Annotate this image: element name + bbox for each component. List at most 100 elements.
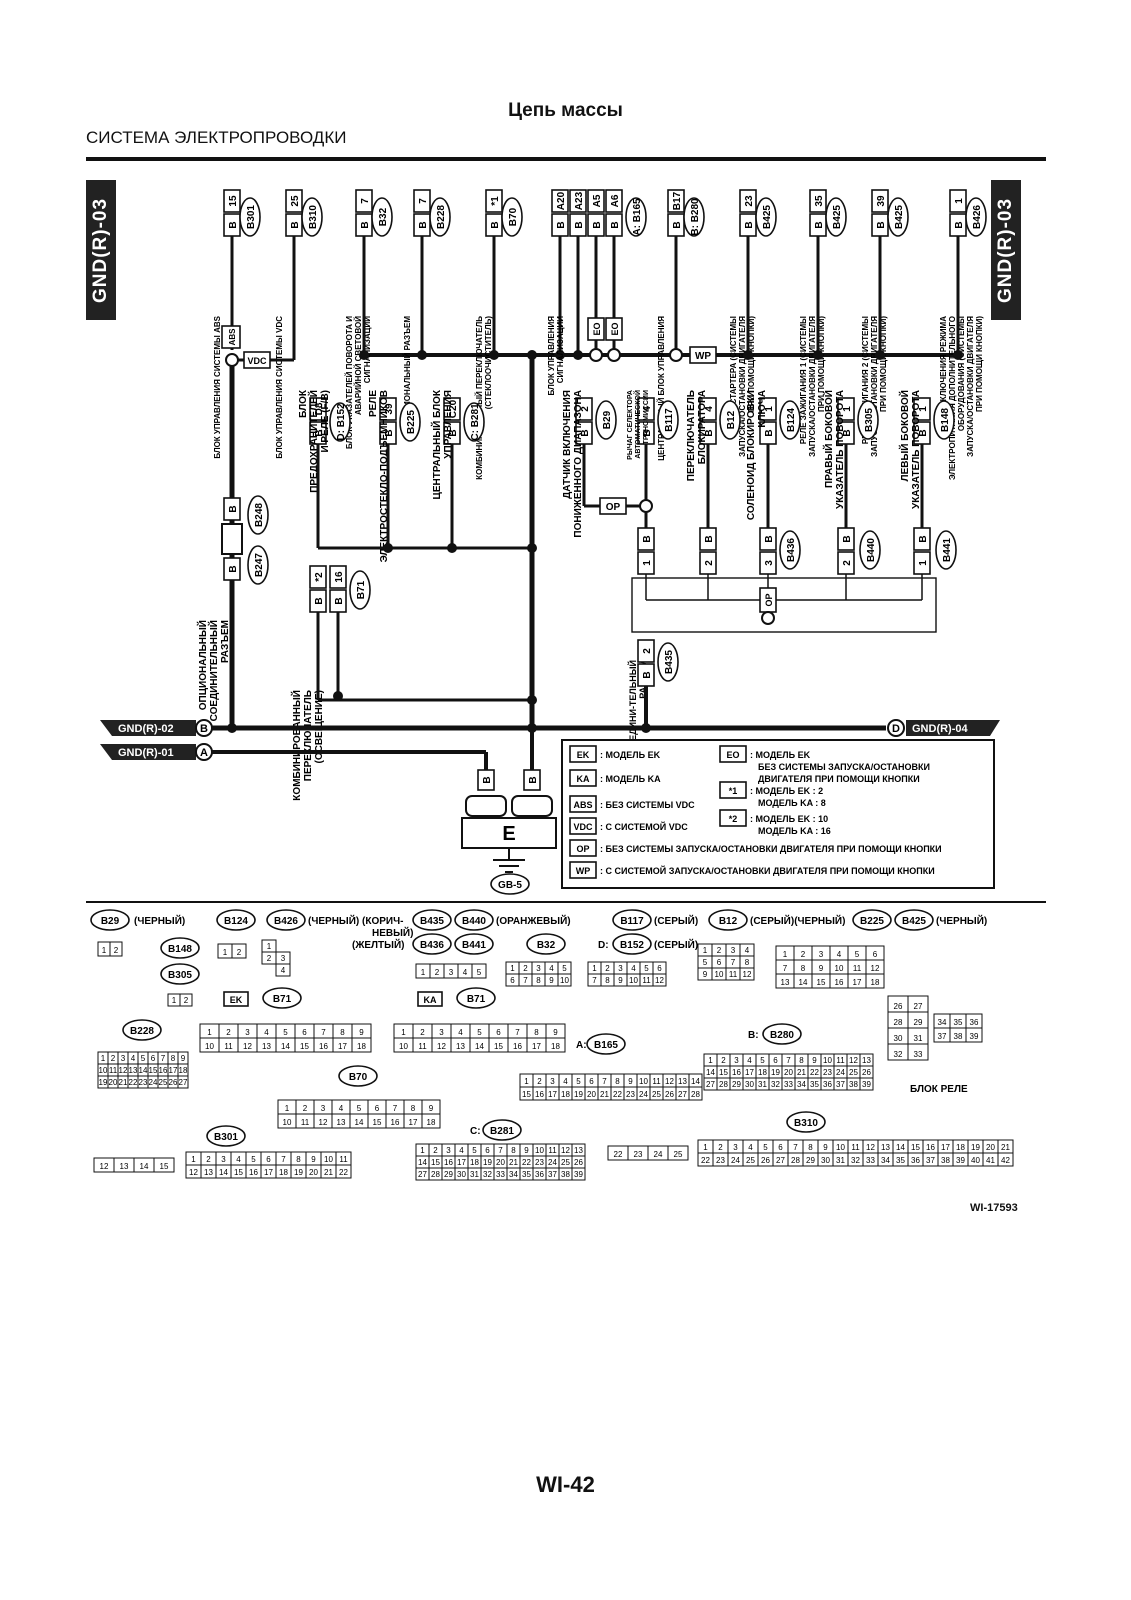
view-d-prefix: D:	[598, 940, 609, 951]
face-b281-num: 10	[535, 1146, 544, 1155]
opt-id-down-oval	[247, 545, 269, 585]
b165-label: БЛОК УПРАВЛЕНИЯ	[547, 316, 556, 396]
view-id-3-id: B435	[420, 916, 444, 927]
midR-id-5-oval	[933, 400, 955, 440]
face-b281-num: 3	[446, 1146, 451, 1155]
face-b12-num: 12	[743, 970, 752, 979]
face-b280-num: 23	[823, 1068, 832, 1077]
face-b70-num: 2	[303, 1104, 308, 1113]
view-color-5: (ЧЕРНЫЙ)	[936, 914, 987, 927]
midL-pin-0-text: D8	[314, 402, 325, 415]
view-color-0: (ЧЕРНЫЙ)	[134, 914, 185, 927]
junction-dot	[227, 723, 237, 733]
face-b71-b-num: 6	[496, 1028, 501, 1037]
face-b435-num: 5	[477, 968, 482, 977]
page-title: Цепь массы	[508, 100, 623, 121]
combi-pin-1-box	[329, 565, 347, 589]
face-b301-a-num: 15	[160, 1162, 169, 1171]
b165-term-1-text: B	[574, 221, 585, 228]
midR-id-3-oval	[779, 400, 801, 440]
face-b228-num: 13	[129, 1066, 138, 1075]
view-id-2-oval	[266, 909, 306, 931]
legend-text-3: : С СИСТЕМОЙ VDC	[600, 821, 688, 832]
face-b280-num: 36	[823, 1080, 832, 1089]
junction-dot	[383, 543, 393, 553]
face-b228-num: 26	[169, 1078, 178, 1087]
midR-term-3-text: B	[764, 429, 775, 436]
midL-id-2-id: C: B281	[470, 403, 481, 441]
face-b301-a-num: 13	[120, 1162, 129, 1171]
multi-term-2-box	[759, 527, 777, 551]
face-b301-b-num: 22	[339, 1168, 348, 1177]
top-label-9: ПРИ ПОМОЩИ КНОПКИ)	[879, 316, 888, 412]
face-b281-num: 12	[561, 1146, 570, 1155]
top-label-4: (СТЕКЛООЧИСТИТЕЛЬ)	[484, 316, 493, 410]
view-id-8-id: B425	[902, 916, 926, 927]
midR-term-4-text: B	[842, 429, 853, 436]
face-b281-num: 14	[418, 1158, 427, 1167]
face-b301-b-num: 16	[249, 1168, 258, 1177]
face-b228-num: 22	[129, 1078, 138, 1087]
face-b425-num: 11	[853, 964, 862, 973]
top-dot-9	[875, 350, 885, 360]
face-b435-cell	[471, 963, 487, 979]
legend-text-1: : МОДЕЛЬ KA	[600, 774, 661, 784]
face-relay-num: 27	[914, 1002, 923, 1011]
face-relay-b-num: 37	[938, 1032, 947, 1041]
top-conn-2-id: B32	[378, 207, 389, 226]
face-b281-num: 27	[418, 1170, 427, 1179]
face-b425-cell	[865, 973, 885, 989]
midL-id-0-id: D: B152	[336, 403, 347, 441]
face-b425-num: 7	[783, 964, 788, 973]
midR-label-4: ПРАВЫЙ БОКОВОЙ	[822, 390, 835, 488]
top-pin-2-text: 7	[360, 198, 371, 204]
vdc-tag-box	[243, 351, 271, 369]
gnd-d-circle	[887, 719, 905, 737]
top-pin-1-text: 25	[290, 195, 301, 207]
legend-r-text-2: МОДЕЛЬ KA : 16	[758, 826, 831, 836]
face-b165-num: 16	[535, 1090, 544, 1099]
face-b310-b-num: 35	[896, 1156, 905, 1165]
face-b228-num: 24	[149, 1078, 158, 1087]
b435-pin-text: 2	[642, 648, 653, 654]
midL-label-0: И РЕЛЕ (F/B)	[320, 390, 331, 453]
face-b425-num: 18	[871, 978, 880, 987]
face-b301-a-cell	[153, 1157, 175, 1173]
face-b310-b-num: 7	[793, 1143, 798, 1152]
face-b310-b-num: 25	[746, 1156, 755, 1165]
face-b301-b-cell	[335, 1164, 352, 1179]
legend-code-4-box	[569, 839, 597, 857]
face-b310-b-num: 5	[763, 1143, 768, 1152]
face-b32-num: 5	[562, 964, 567, 973]
legend-code-3-text: VDC	[573, 822, 593, 832]
face-b165-num: 21	[600, 1090, 609, 1099]
view-id-7-oval	[852, 909, 892, 931]
face-b281-num: 33	[496, 1170, 505, 1179]
midL-term-0-text: B	[314, 429, 325, 436]
face-b301-b-num: 8	[296, 1155, 301, 1164]
face-b301-b-num: 9	[311, 1155, 316, 1164]
face-b426-c-num: 4	[281, 966, 286, 975]
face-b301-b-num: 5	[251, 1155, 256, 1164]
view-b148-oval	[160, 937, 200, 959]
face-b152-cell	[652, 973, 667, 987]
top-label-9: РЕЛЕ ЗАЖИГАНИЯ 2 (СИСТЕМЫ	[861, 316, 870, 444]
gnd-a-letter: A	[200, 747, 208, 759]
gnd-a-bar	[100, 744, 196, 760]
face-b71-b-num: 9	[553, 1028, 558, 1037]
face-b310-b-num: 20	[986, 1143, 995, 1152]
face-b29-num: 1	[102, 946, 107, 955]
gnd-b-text: GND(R)-02	[118, 723, 174, 735]
face-b165-num: 10	[639, 1077, 648, 1086]
top-label-1: БЛОК УПРАВЛЕНИЯ СИСТЕМЫ VDC	[275, 316, 284, 459]
top-label-3: ОПЦИОНАЛЬНЫЙ РАЗЪЕМ	[403, 316, 412, 425]
face-b165-num: 28	[691, 1090, 700, 1099]
top-conn-2-oval	[371, 197, 393, 237]
legend-r-text-0: БЕЗ СИСТЕМЫ ЗАПУСКА/ОСТАНОВКИ	[758, 762, 930, 772]
midL-pin-2-box	[443, 397, 461, 421]
ground-lug-a	[465, 795, 507, 817]
face-b281-num: 26	[574, 1158, 583, 1167]
face-b310-b-num: 8	[808, 1143, 813, 1152]
top-label-7: РЕЛЕ СТАРТЕРА (СИСТЕМЫ	[729, 316, 738, 428]
ground-term-b-text: B	[528, 776, 539, 783]
